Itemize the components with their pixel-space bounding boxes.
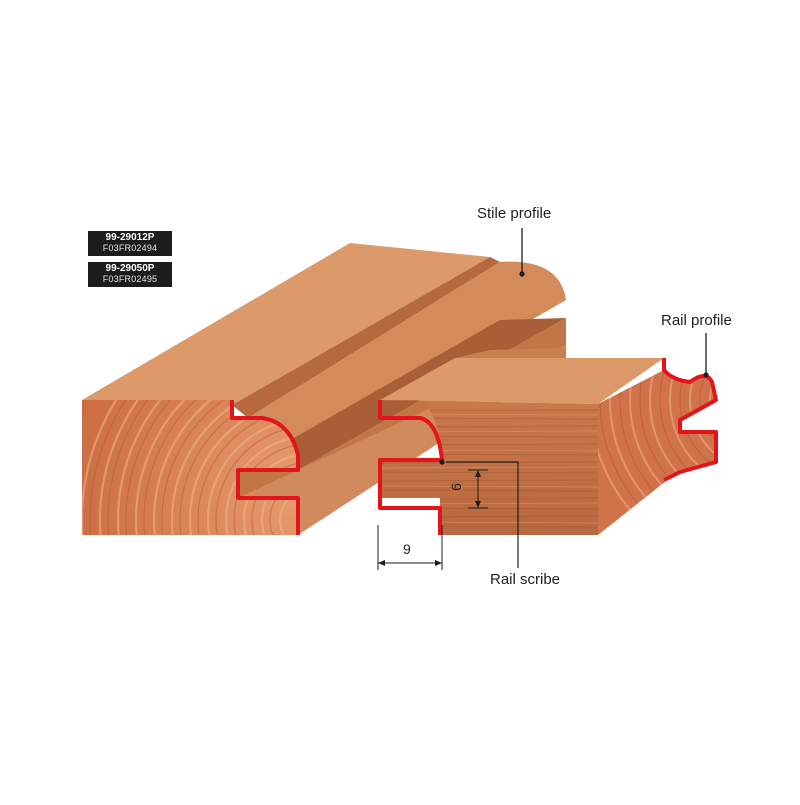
dimension-height-arrow-bottom bbox=[475, 501, 481, 508]
stile-groove-shade bbox=[232, 257, 500, 418]
product-tag-1: 99-29012P F03FR02494 bbox=[88, 231, 172, 256]
product-tag-2: 99-29050P F03FR02495 bbox=[88, 262, 172, 287]
dimension-width-arrow-left bbox=[378, 560, 385, 566]
rail-back-strip bbox=[455, 348, 566, 358]
product-ref-1: F03FR02494 bbox=[102, 242, 158, 253]
rail-scribe-outline bbox=[378, 400, 444, 535]
dimension-height-arrow-top bbox=[475, 470, 481, 477]
dimension-width-label: 9 bbox=[403, 541, 411, 557]
stile-groove-floor bbox=[238, 318, 566, 498]
rail-scribe-label: Rail scribe bbox=[490, 571, 561, 588]
stile-profile-label: Stile profile bbox=[477, 205, 552, 222]
stile-profile-face bbox=[248, 261, 566, 455]
product-ref-2: F03FR02495 bbox=[102, 273, 158, 284]
stile-callout-dot bbox=[519, 271, 525, 277]
stile-profile-outline bbox=[230, 400, 300, 535]
rail-profile-dot bbox=[703, 372, 709, 378]
dimension-height-label: 6 bbox=[447, 483, 464, 491]
rail-scribe-dot bbox=[439, 459, 445, 465]
stile-end-grain bbox=[82, 400, 298, 535]
rail-profile-outline bbox=[662, 358, 718, 482]
rail-top-face bbox=[380, 358, 664, 404]
rail-profile-label: Rail profile bbox=[661, 312, 732, 329]
product-code-1: 99-29012P bbox=[105, 232, 155, 243]
stile-top-face bbox=[82, 243, 490, 405]
rail-end-grain bbox=[598, 370, 716, 535]
scribe-callout-leader bbox=[446, 461, 519, 568]
dimension-width-marker bbox=[377, 525, 443, 570]
dimension-width-arrow-right bbox=[435, 560, 442, 566]
product-code-2: 99-29050P bbox=[105, 263, 155, 274]
